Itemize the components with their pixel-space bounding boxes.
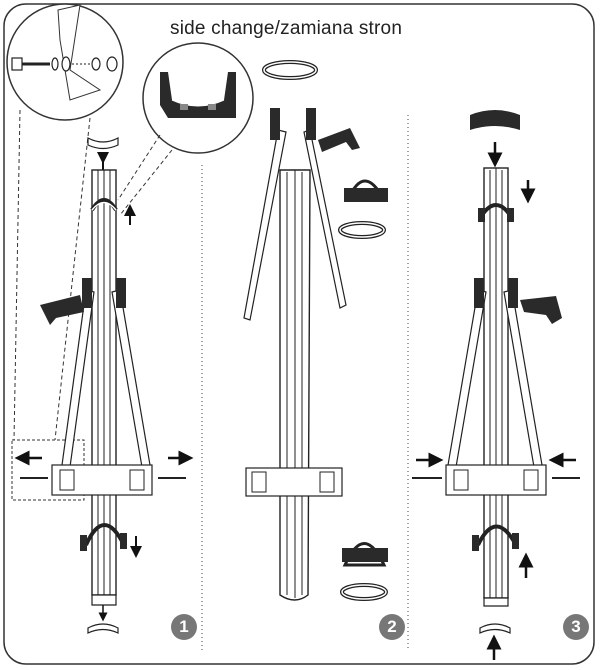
panel-3 [412, 110, 580, 660]
panel-1 [6, 3, 254, 634]
outer-frame [3, 3, 595, 665]
panel-2 [243, 60, 388, 601]
diagram-title: side change/zamiana stron [170, 18, 403, 39]
step-badge-1: 1 [171, 614, 197, 640]
detail-circle-clamp [142, 42, 254, 154]
step-badge-2: 2 [379, 614, 405, 640]
step-badge-3: 3 [563, 614, 589, 640]
detail-circle-bolt [6, 3, 124, 121]
